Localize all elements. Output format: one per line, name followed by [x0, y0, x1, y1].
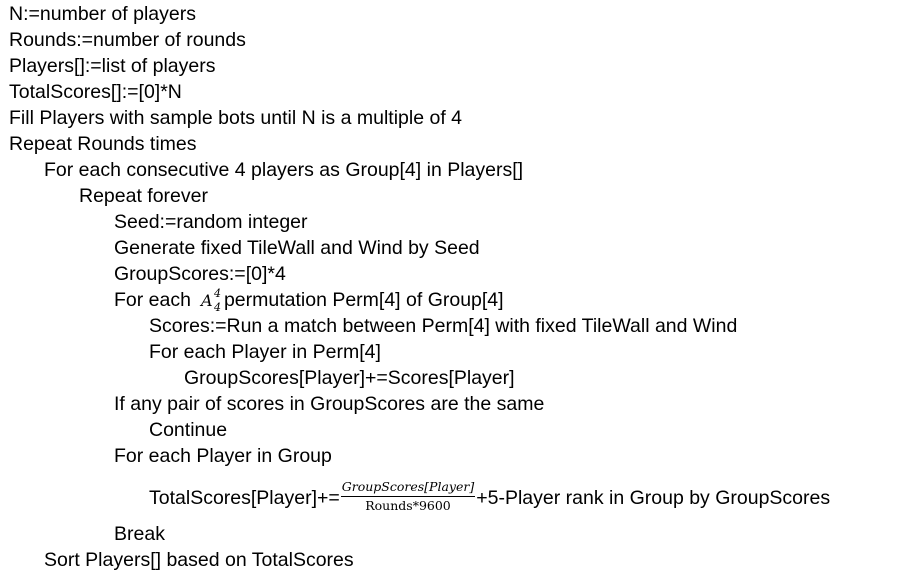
total-suffix: +5-Player rank in Group by GroupScores	[476, 487, 831, 509]
line-generate-tilewall: Generate fixed TileWall and Wind by Seed	[114, 237, 480, 259]
line-run-match: Scores:=Run a match between Perm[4] with…	[149, 315, 738, 337]
line-sort-players: Sort Players[] based on TotalScores	[44, 549, 354, 571]
line-groupscores-init: GroupScores:=[0]*4	[114, 263, 286, 285]
line-n-def: N:=number of players	[9, 3, 196, 25]
line-players-def: Players[]:=list of players	[9, 55, 216, 77]
line-for-each-group: For each consecutive 4 players as Group[…	[44, 159, 524, 181]
line-groupscores-update: GroupScores[Player]+=Scores[Player]	[184, 367, 515, 389]
math-base: A	[200, 291, 213, 310]
line-repeat-rounds: Repeat Rounds times	[9, 133, 197, 155]
line-for-each-player-perm: For each Player in Perm[4]	[149, 341, 381, 363]
line-totalscores-update: TotalScores[Player]+=GroupScores[Player]…	[149, 478, 830, 518]
perm-prefix: For each	[114, 289, 191, 311]
total-prefix: TotalScores[Player]+=	[149, 487, 340, 509]
line-fill-players: Fill Players with sample bots until N is…	[9, 107, 463, 129]
math-superscript: 4	[213, 287, 221, 300]
line-repeat-forever: Repeat forever	[79, 185, 208, 207]
line-break: Break	[114, 523, 165, 545]
perm-suffix: permutation Perm[4] of Group[4]	[223, 289, 504, 311]
line-continue: Continue	[149, 419, 228, 441]
fraction-numerator: GroupScores[Player]	[340, 480, 476, 498]
line-for-each-player-group: For each Player in Group	[114, 445, 332, 467]
score-fraction: GroupScores[Player]Rounds*9600	[340, 480, 476, 514]
math-subscript: 4	[213, 301, 221, 314]
line-totalscores-def: TotalScores[]:=[0]*N	[9, 81, 182, 103]
line-if-same-scores: If any pair of scores in GroupScores are…	[114, 393, 545, 415]
line-rounds-def: Rounds:=number of rounds	[9, 29, 246, 51]
fraction-denominator: Rounds*9600	[365, 498, 451, 514]
line-seed: Seed:=random integer	[114, 211, 308, 233]
